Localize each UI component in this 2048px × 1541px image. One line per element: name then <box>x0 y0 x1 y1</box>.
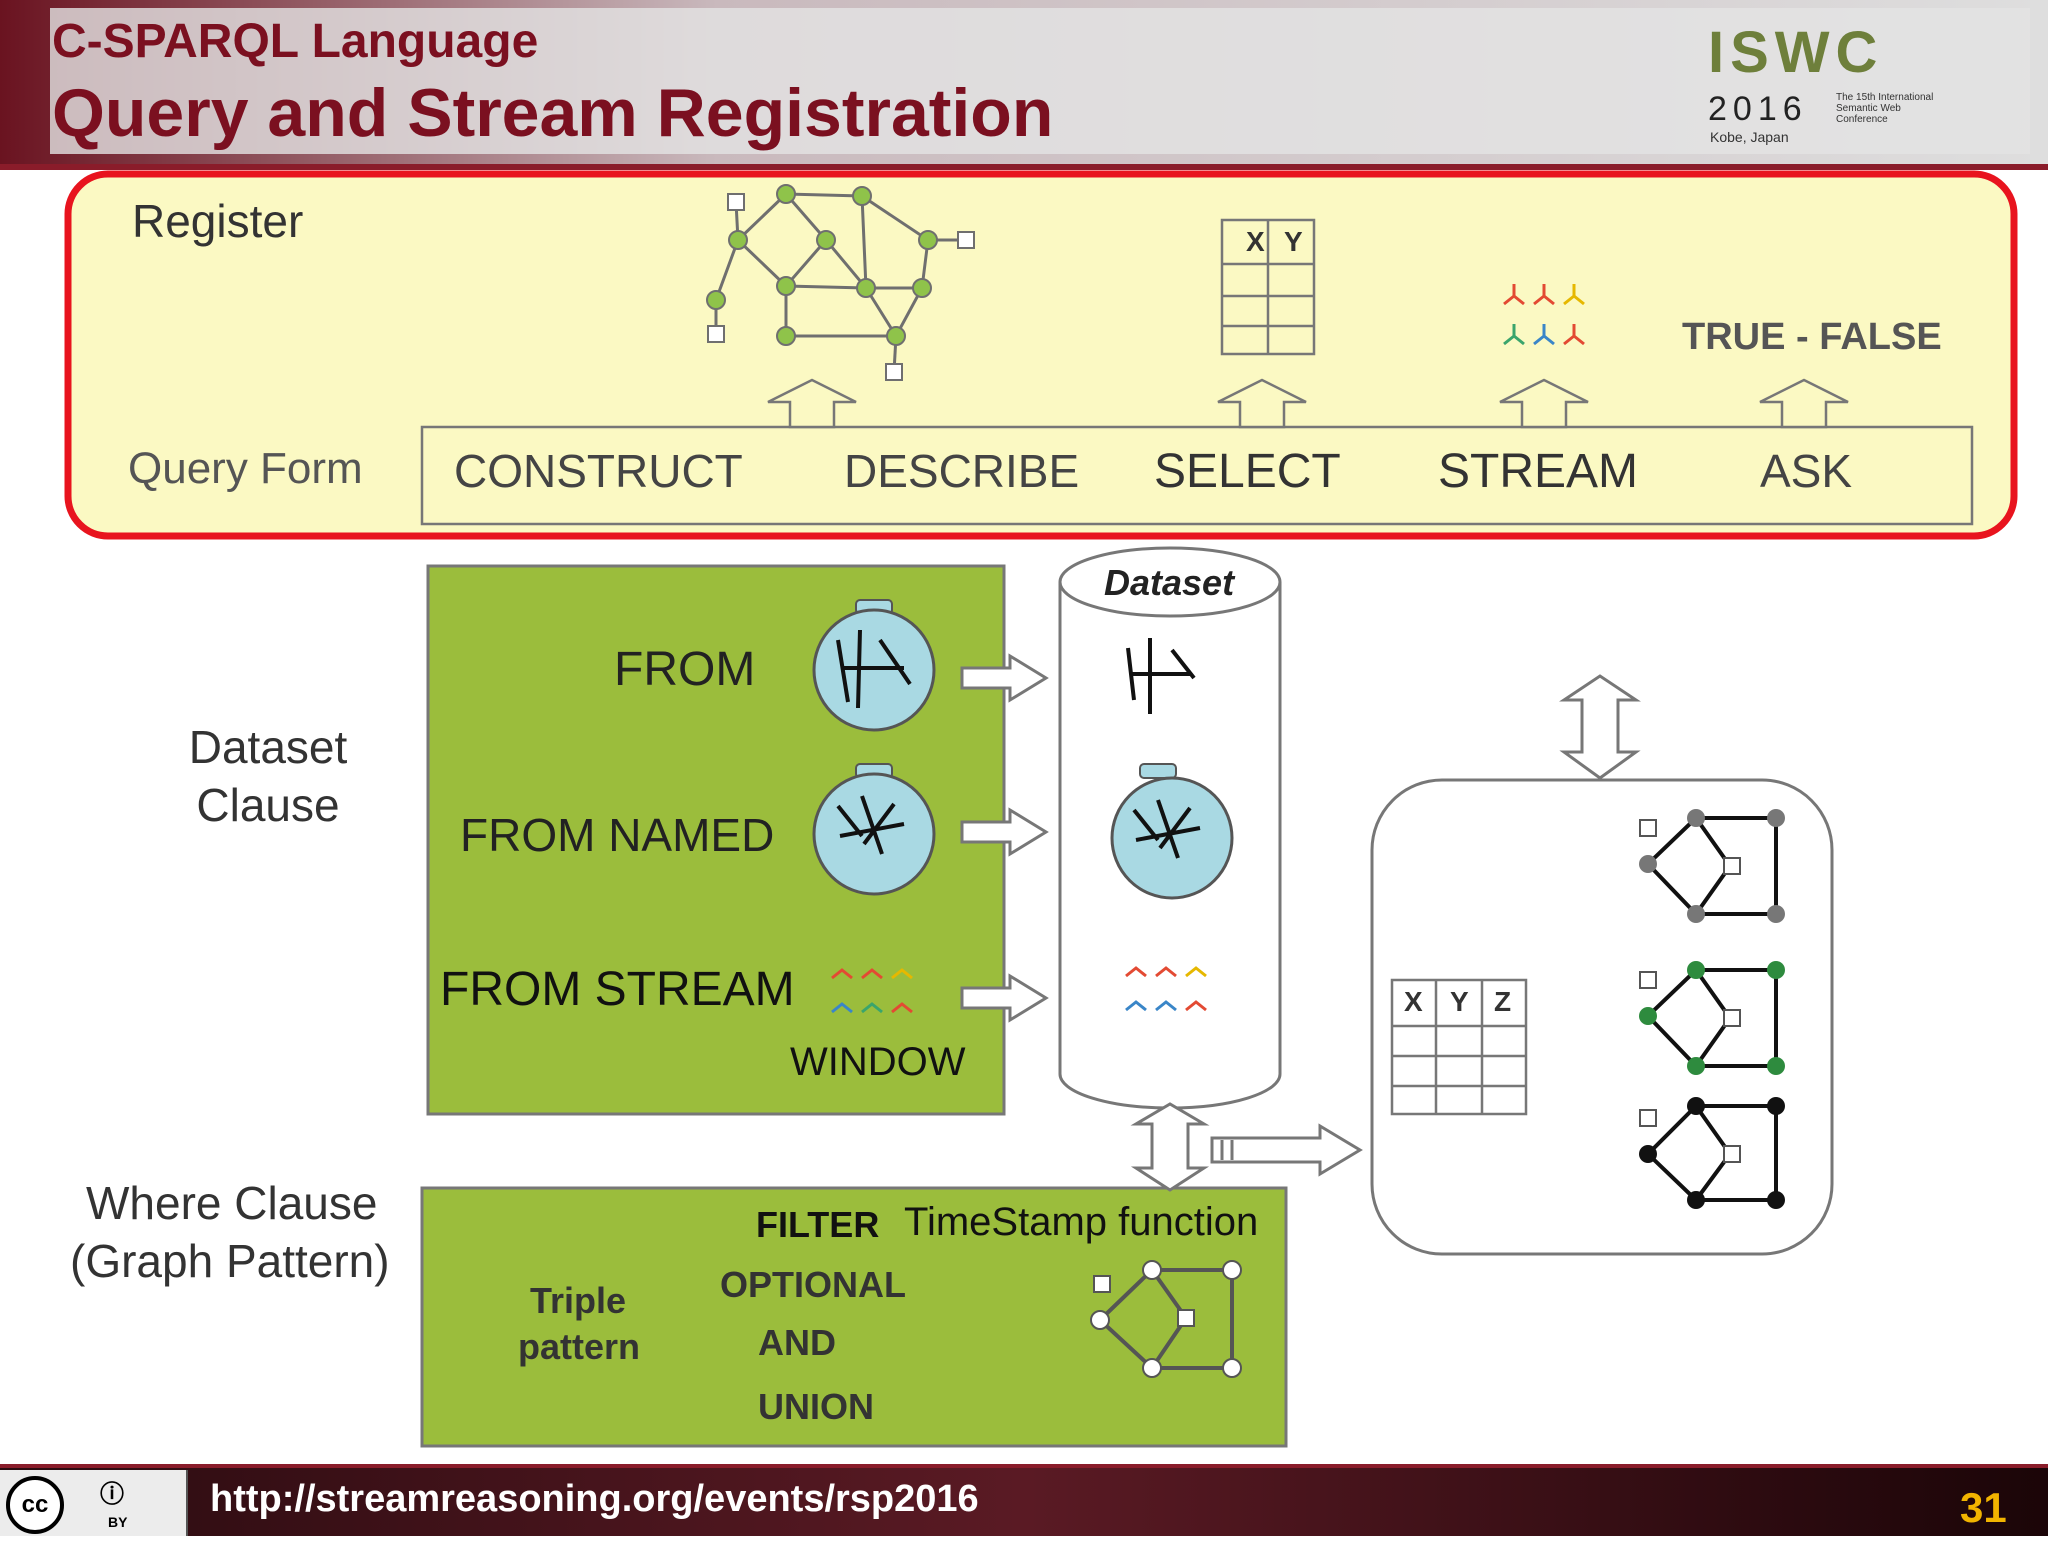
result-header-z: Z <box>1494 986 1512 1017</box>
pattern-label: pattern <box>518 1326 641 1367</box>
where-graph-pattern <box>1090 1260 1242 1378</box>
graph-pattern-label: (Graph Pattern) <box>70 1235 390 1287</box>
result-panel <box>1370 674 1834 1256</box>
form-stream: STREAM <box>1438 445 1639 498</box>
form-ask: ASK <box>1760 445 1853 497</box>
window-label: WINDOW <box>790 1040 966 1084</box>
filter-label: FILTER <box>756 1204 880 1245</box>
result-table <box>1390 978 1528 1116</box>
iswc-logo: ISWC 2016 Kobe, Japan The 15th Internati… <box>1708 20 1934 145</box>
logo-location: Kobe, Japan <box>1710 129 1789 145</box>
register-label: Register <box>132 195 304 247</box>
union-label: UNION <box>758 1386 874 1427</box>
from-named-label: FROM NAMED <box>460 809 775 861</box>
where-clause-label: Where Clause <box>86 1177 378 1229</box>
up-arrows <box>767 378 1849 429</box>
footer-url-link[interactable]: http://streamreasoning.org/events/rsp201… <box>210 1478 979 1520</box>
cc-icon: cc <box>6 1476 64 1534</box>
graph-disks <box>812 599 936 896</box>
select-header-y: Y <box>1284 226 1303 257</box>
register-panel <box>64 170 2018 540</box>
dataset-cylinder <box>1058 546 1282 1110</box>
form-construct: CONSTRUCT <box>454 445 743 497</box>
result-graph-green <box>1639 961 1785 1075</box>
triple-label: Triple <box>530 1280 627 1321</box>
dataset-title: Dataset <box>1104 562 1235 603</box>
select-header-x: X <box>1246 226 1265 257</box>
attribution-icon: ⓘ <box>100 1481 124 1508</box>
from-label: FROM <box>614 643 756 696</box>
result-graph-black <box>1639 1097 1785 1209</box>
form-select: SELECT <box>1154 445 1341 498</box>
and-label: AND <box>758 1322 836 1363</box>
timestamp-label: TimeStamp function <box>904 1200 1259 1244</box>
result-arrow <box>1210 1123 1363 1177</box>
by-label: BY <box>108 1514 128 1530</box>
logo-caption: The 15th International Semantic Web Conf… <box>1836 92 1934 125</box>
header-band <box>0 0 2048 170</box>
ask-result: TRUE - FALSE <box>1682 316 1942 358</box>
stream-triples-icon <box>1503 284 1585 346</box>
slide-subtitle: C-SPARQL Language <box>52 15 539 68</box>
result-header-x: X <box>1404 986 1423 1017</box>
rdf-graph-nodes <box>706 184 975 381</box>
logo-letters: ISWC <box>1708 20 1883 85</box>
slide-title: Query and Stream Registration <box>52 75 1054 151</box>
form-describe: DESCRIBE <box>844 445 1080 497</box>
optional-label: OPTIONAL <box>720 1264 906 1305</box>
dataset-clause-label: Dataset Clause <box>188 721 348 831</box>
query-form-label: Query Form <box>128 444 363 493</box>
result-header-y: Y <box>1450 986 1469 1017</box>
select-result-table <box>1220 218 1316 356</box>
from-stream-label: FROM STREAM <box>440 963 795 1016</box>
dataset-arrows <box>960 653 1049 1023</box>
logo-year: 2016 <box>1708 90 1808 128</box>
footer-band <box>0 1464 2048 1536</box>
dataset-where-arrow <box>1130 1102 1210 1192</box>
cc-license-badge[interactable]: cc ⓘ BY <box>0 1470 188 1536</box>
result-graph-grey <box>1639 809 1785 923</box>
page-number: 31 <box>1960 1484 2007 1531</box>
stream-window-triples <box>831 968 913 1014</box>
